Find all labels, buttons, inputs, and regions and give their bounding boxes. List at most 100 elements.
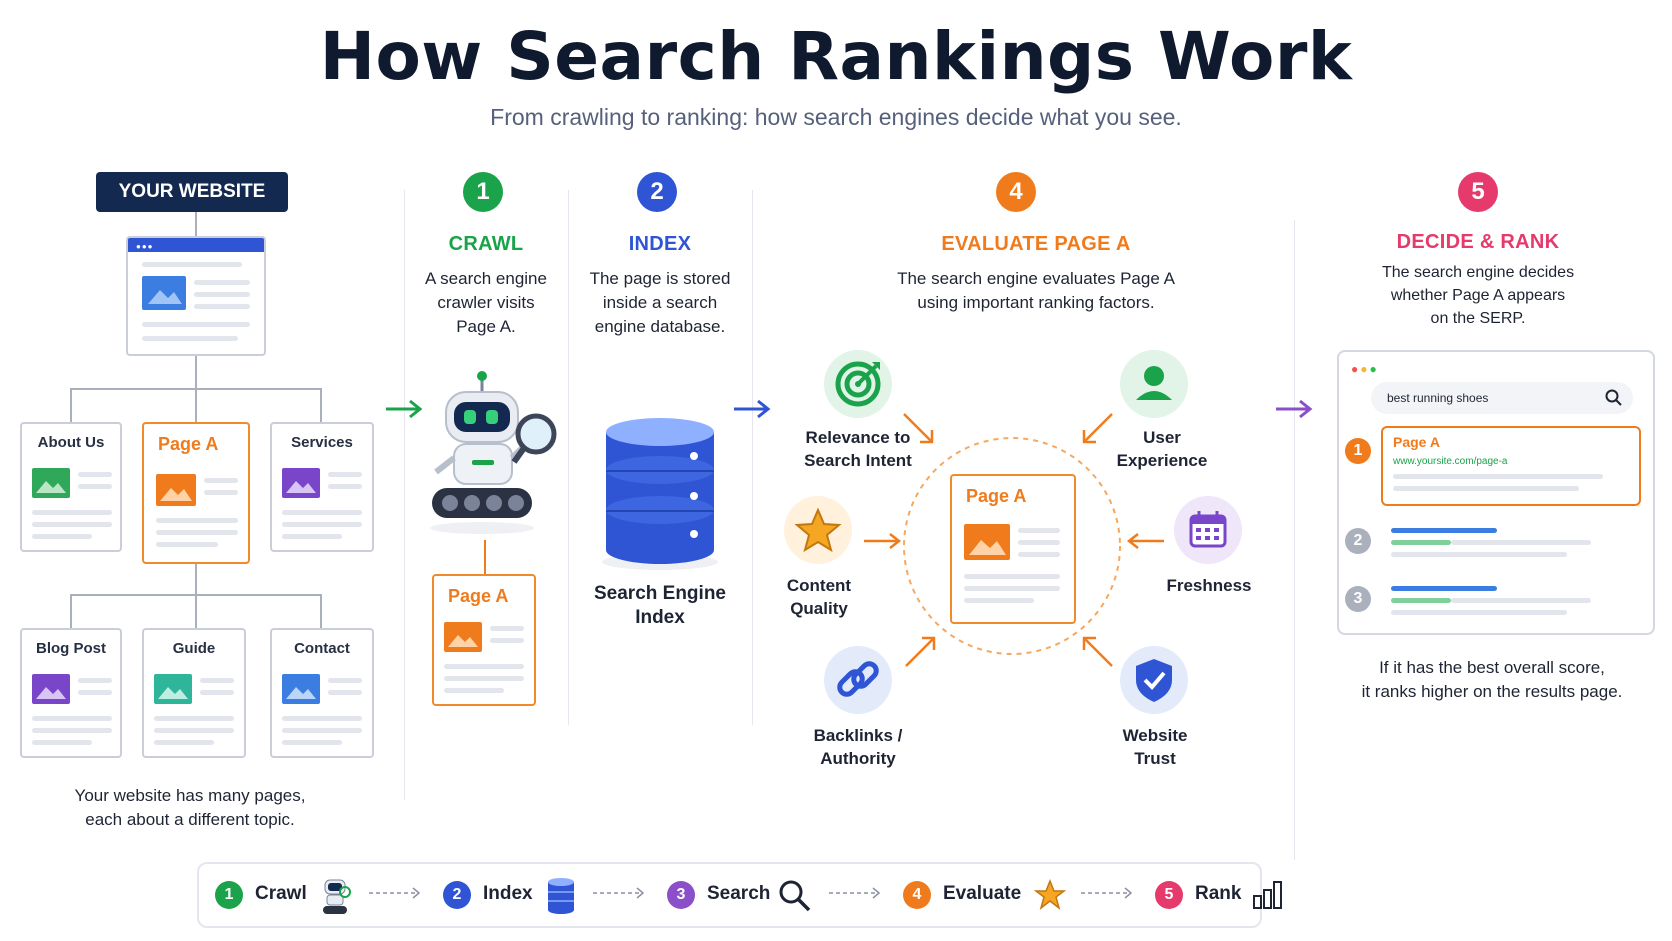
factor-user-experience-label: User Experience	[1077, 426, 1247, 472]
text-bar	[1391, 610, 1567, 615]
text-bar	[444, 664, 524, 669]
star-icon	[1033, 878, 1067, 910]
desc-line: crawler visits	[437, 293, 535, 312]
page-card-blog-post[interactable]: Blog Post	[20, 628, 122, 758]
desc-line: engine database.	[594, 317, 726, 336]
label-line: Relevance to	[805, 428, 911, 447]
star-icon	[784, 496, 852, 564]
page-card-label: Services	[291, 434, 353, 451]
legend-rank-label: Rank	[1195, 883, 1242, 904]
text-bar	[1393, 474, 1603, 479]
page-card-guide[interactable]: Guide	[142, 628, 246, 758]
search-icon	[779, 880, 811, 912]
desc-line: Page A.	[456, 317, 516, 336]
text-bar	[78, 484, 112, 489]
desc-line: The search engine decides	[1381, 264, 1575, 281]
purple-arrow-icon	[1276, 399, 1313, 419]
image-placeholder-icon	[282, 674, 320, 704]
step-crawl-desc: A search engine crawler visits Page A.	[404, 267, 568, 339]
text-bar	[328, 472, 362, 477]
text-bar	[328, 678, 362, 683]
label-line: Experience	[1116, 451, 1208, 470]
result-title-bar	[1391, 528, 1497, 533]
page-card-page-a[interactable]: Page A	[142, 422, 250, 564]
page-card-services[interactable]: Services	[270, 422, 374, 552]
page-card-label: Guide	[172, 640, 216, 657]
search-bar[interactable]: best running shoes	[1371, 382, 1633, 414]
label-line: Trust	[1134, 749, 1176, 768]
label-line: User	[1143, 428, 1181, 447]
page-card-label: Blog Post	[36, 640, 106, 657]
serp-result-page-a[interactable]: Page A www.yoursite.com/page-a	[1381, 426, 1641, 506]
evaluated-page-a-card: Page A	[950, 474, 1076, 624]
factor-content-quality-label: Content Quality	[734, 574, 904, 620]
text-bar	[1018, 552, 1060, 557]
text-bar	[32, 510, 112, 515]
desc-line: The page is stored	[589, 269, 731, 288]
label-line: Backlinks /	[813, 726, 903, 745]
text-bar	[328, 690, 362, 695]
connector-line	[70, 594, 322, 596]
page-card-contact[interactable]: Contact	[270, 628, 374, 758]
rank-1-badge: 1	[1345, 438, 1371, 464]
text-bar	[1018, 528, 1060, 533]
result-title[interactable]: Page A	[1393, 434, 1440, 450]
caption-line: If it has the best overall score,	[1379, 658, 1605, 677]
result-url: www.yoursite.com/page-a	[1393, 456, 1508, 467]
step-crawl-title: CRAWL	[448, 233, 524, 255]
text-bar	[142, 322, 250, 327]
text-bar	[194, 292, 250, 297]
text-bar	[444, 688, 504, 693]
connector-line	[320, 594, 322, 628]
label-line: Content	[786, 576, 852, 595]
result-url-bar	[1391, 540, 1451, 545]
step-rank-desc: The search engine decides whether Page A…	[1320, 261, 1636, 330]
legend-badge: 2	[443, 881, 471, 909]
factor-freshness-label: Freshness	[1124, 574, 1294, 597]
connector-line	[70, 388, 322, 390]
step-4-badge: 4	[996, 172, 1036, 212]
text-bar	[282, 510, 362, 515]
text-bar	[200, 678, 234, 683]
text-bar	[490, 626, 524, 631]
text-bar	[142, 336, 238, 341]
text-bar	[1451, 540, 1591, 545]
user-icon	[1120, 350, 1188, 418]
label-line: Freshness	[1166, 576, 1252, 595]
page-subtitle: From crawling to ranking: how search eng…	[490, 104, 1182, 130]
text-bar	[282, 740, 342, 745]
rank-3-badge: 3	[1345, 586, 1371, 612]
browser-dots: ●●●	[136, 242, 154, 251]
green-arrow-icon	[386, 399, 423, 419]
page-card-label: About Us	[37, 434, 105, 451]
text-bar	[154, 740, 214, 745]
database-icon	[602, 418, 718, 570]
text-bar	[964, 598, 1034, 603]
factor-backlinks-label: Backlinks / Authority	[773, 724, 943, 770]
text-bar	[282, 534, 342, 539]
orange-arrow-icon	[905, 636, 936, 667]
text-bar	[282, 522, 362, 527]
text-bar	[32, 728, 112, 733]
page-card-label: Page A	[158, 434, 219, 454]
page-card-label: Contact	[294, 640, 350, 657]
step-index-title: INDEX	[628, 233, 692, 255]
image-placeholder-icon	[156, 474, 196, 506]
text-bar	[204, 478, 238, 483]
calendar-icon	[1174, 496, 1242, 564]
blue-arrow-icon	[734, 399, 771, 419]
step-2-badge: 2	[637, 172, 677, 212]
text-bar	[194, 280, 250, 285]
text-bar	[142, 262, 242, 267]
text-bar	[444, 676, 524, 681]
page-card-about-us[interactable]: About Us	[20, 422, 122, 552]
search-icon[interactable]	[1605, 389, 1623, 407]
legend-search-label: Search	[707, 883, 771, 904]
database-icon	[548, 878, 574, 914]
step-5-badge: 5	[1458, 172, 1498, 212]
factor-website-trust-label: Website Trust	[1070, 724, 1240, 770]
serp-window: ●●● best running shoes 1 Page A www.your…	[1337, 350, 1655, 635]
dashed-arrow-icon	[593, 887, 645, 899]
text-bar	[32, 522, 112, 527]
text-bar	[156, 518, 238, 523]
